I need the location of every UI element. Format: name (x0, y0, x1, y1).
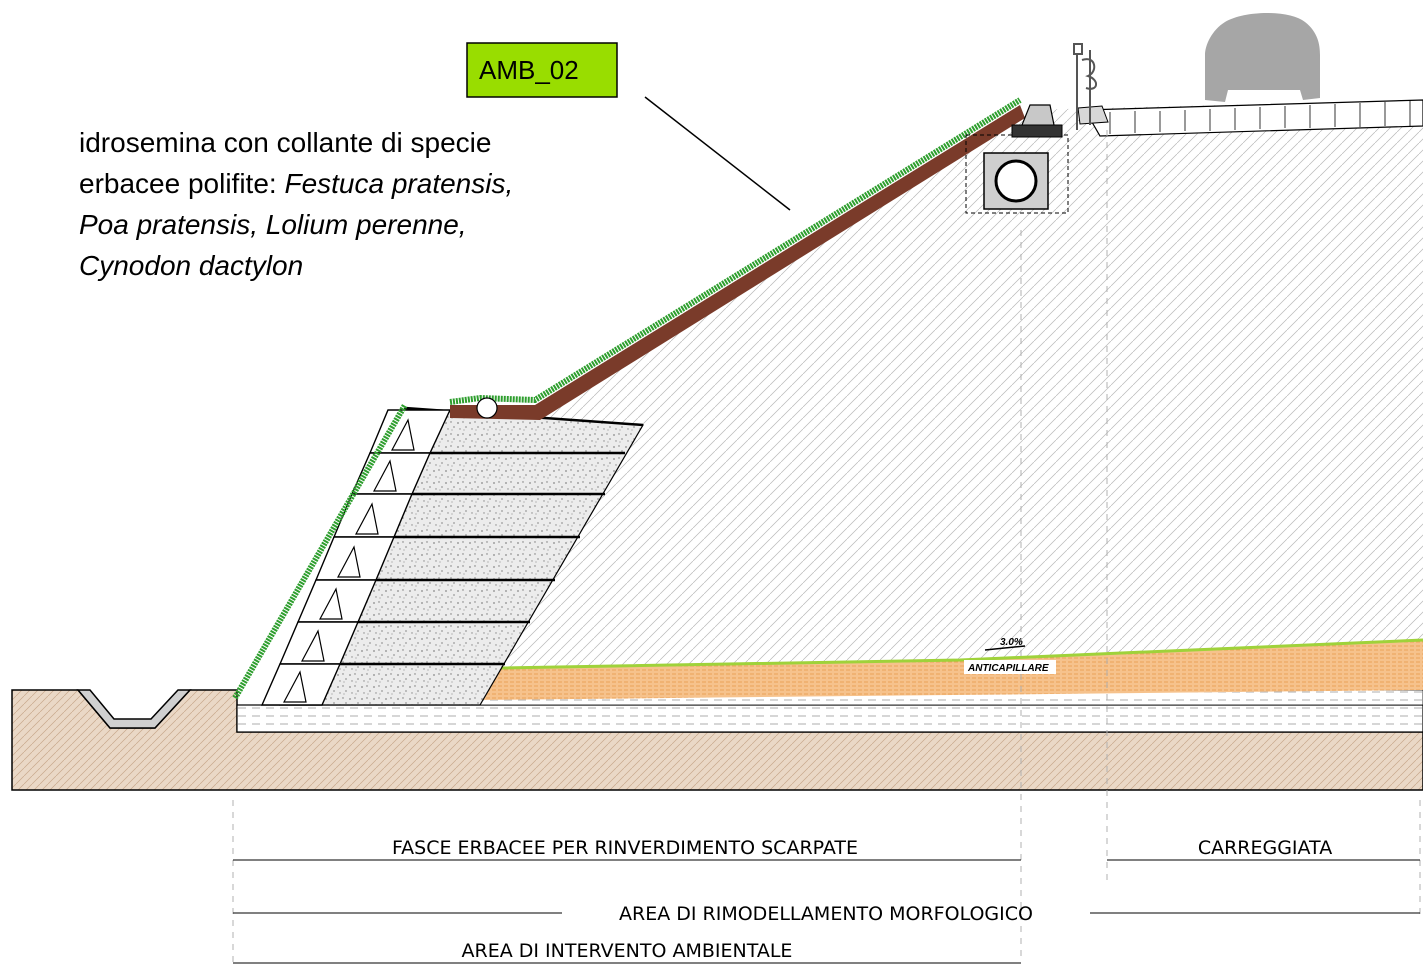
annotation-line-1: idrosemina con collante di specie (79, 127, 491, 158)
capillary-label-bg (964, 660, 1056, 674)
slope-arrow (984, 645, 1026, 651)
dim-intervention-area: AREA DI INTERVENTO AMBIENTALE (462, 940, 793, 962)
amb-tag-box (466, 42, 618, 98)
dim-remodeling-area: AREA DI RIMODELLAMENTO MORFOLOGICO (619, 903, 1033, 925)
tag-leader-line (644, 96, 791, 211)
annotation-line-2-italic: Festuca pratensis, (284, 168, 513, 199)
capillary-label: ANTICAPILLARE (967, 663, 1049, 674)
guardrail (1073, 43, 1097, 130)
drainage-ditch (76, 689, 192, 729)
grass-lower-slope (232, 403, 408, 700)
dim-grass-strips: FASCE ERBACEE PER RINVERDIMENTO SCARPATE (392, 837, 858, 859)
anti-capillary-edge (499, 638, 1423, 670)
embankment-fill (480, 100, 1423, 700)
annotation-line-4: Cynodon dactylon (79, 250, 303, 281)
annotation-line-2: erbacee polifite: Festuca pratensis, (79, 168, 513, 199)
base-layer (236, 704, 1423, 733)
vehicle-icon (1205, 13, 1320, 102)
curb-right (1077, 105, 1109, 125)
facing-triangles (283, 418, 415, 703)
grass-upper-slope (449, 97, 1022, 405)
anti-capillary-layer (482, 640, 1423, 700)
pavement-ticks (1109, 101, 1411, 134)
annotation-line-2-plain: erbacee polifite: (79, 168, 284, 199)
inlet-grate (1011, 124, 1063, 138)
berm-drain (476, 397, 498, 419)
dimension-lines (233, 859, 1420, 964)
dim-carriageway: CARREGGIATA (1198, 837, 1332, 859)
slope-label: 3.0% (1000, 637, 1023, 648)
annotation-line-3: Poa pratensis, Lolium perenne, (79, 209, 467, 240)
amb-tag-label: AMB_02 (479, 55, 579, 85)
road-pavement (1083, 99, 1423, 137)
drain-pipe (994, 159, 1038, 203)
